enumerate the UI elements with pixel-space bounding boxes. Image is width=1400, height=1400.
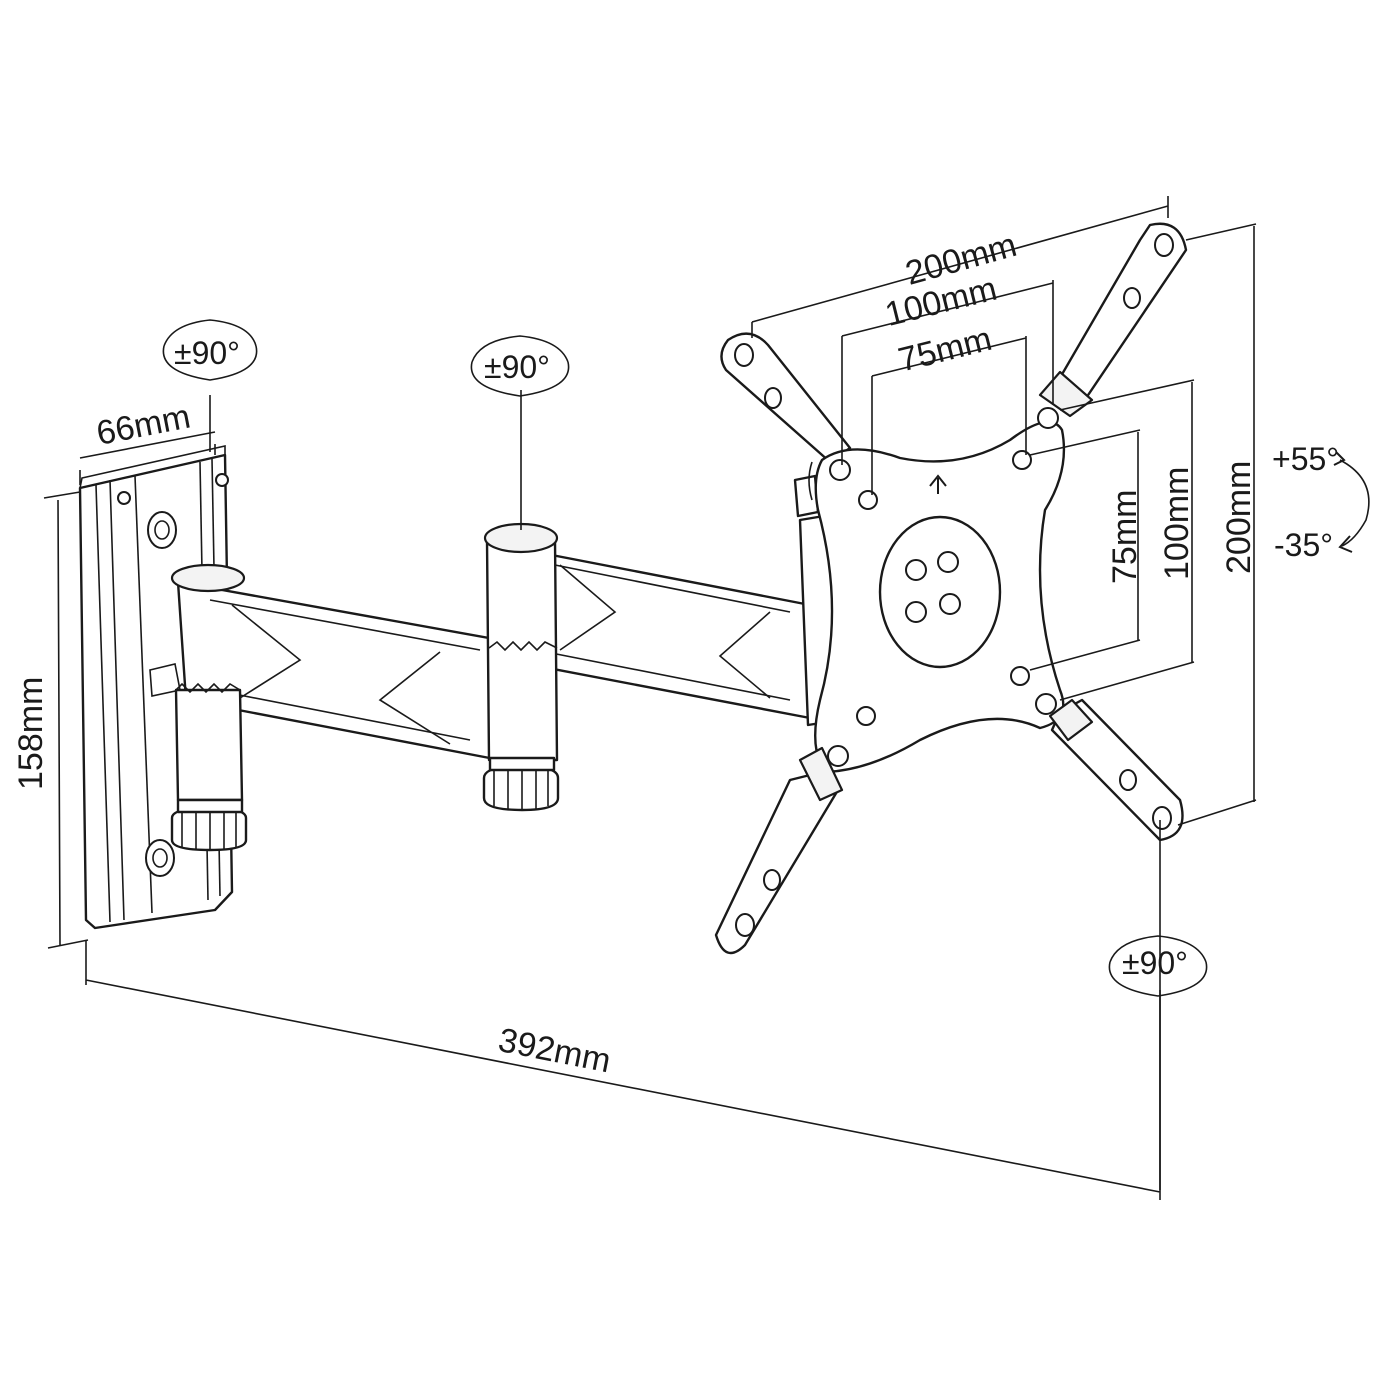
vesa-hole-200-tr — [1037, 407, 1059, 429]
label-tilt-up: +55° — [1272, 441, 1339, 477]
label-head-swivel: ±90° — [1122, 945, 1188, 981]
wall-plate-screw-hole — [215, 473, 229, 487]
vesa-hole-100-tl — [858, 490, 878, 510]
center-bolt — [939, 593, 961, 615]
vesa-slot-hole — [734, 343, 754, 367]
label-total-extension: 392mm — [495, 1021, 614, 1080]
wall-plate-mount-hole — [145, 839, 175, 877]
rotation-indicators — [162, 319, 1370, 997]
center-mount-disc — [878, 515, 1002, 669]
vesa-slot-hole — [1123, 287, 1141, 309]
vesa-slot-hole — [1119, 769, 1137, 791]
first-arm-pivot-top — [170, 563, 246, 593]
label-tilt-down: -35° — [1274, 527, 1333, 563]
label-wall-plate-height: 158mm — [12, 677, 50, 790]
label-vesa-vertical-min: 75mm — [1106, 490, 1144, 584]
arrow-up-icon — [929, 474, 947, 494]
vesa-hole-100-br — [1010, 666, 1030, 686]
wall-plate-mount-hole — [147, 511, 177, 549]
vesa-hole-200-bl — [827, 745, 849, 767]
vesa-hole-100-tr — [1012, 450, 1032, 470]
label-wall-swivel: ±90° — [174, 335, 240, 371]
label-arm-swivel: ±90° — [484, 349, 550, 385]
center-bolt — [905, 559, 927, 581]
wall-plate-screw-hole — [117, 491, 131, 505]
center-bolt — [937, 551, 959, 573]
label-vesa-vertical-max: 200mm — [1220, 461, 1258, 574]
first-arm — [170, 563, 502, 852]
vesa-hole-200-br — [1035, 693, 1057, 715]
label-wall-plate-width: 66mm — [93, 397, 193, 452]
vesa-slot-hole — [1154, 233, 1174, 257]
vesa-hole-200-tl — [829, 459, 851, 481]
label-vesa-vertical-mid: 100mm — [1158, 467, 1196, 580]
vesa-slot-hole — [1152, 806, 1172, 830]
vesa-slot-hole — [735, 913, 755, 937]
vesa-slot-hole — [764, 387, 782, 409]
vesa-hole-100-bl — [856, 706, 876, 726]
dimension-lines — [43, 196, 1257, 1200]
vesa-slot-hole — [763, 869, 781, 891]
vesa-plate — [714, 222, 1188, 955]
second-arm — [482, 522, 812, 812]
center-bolt — [905, 601, 927, 623]
